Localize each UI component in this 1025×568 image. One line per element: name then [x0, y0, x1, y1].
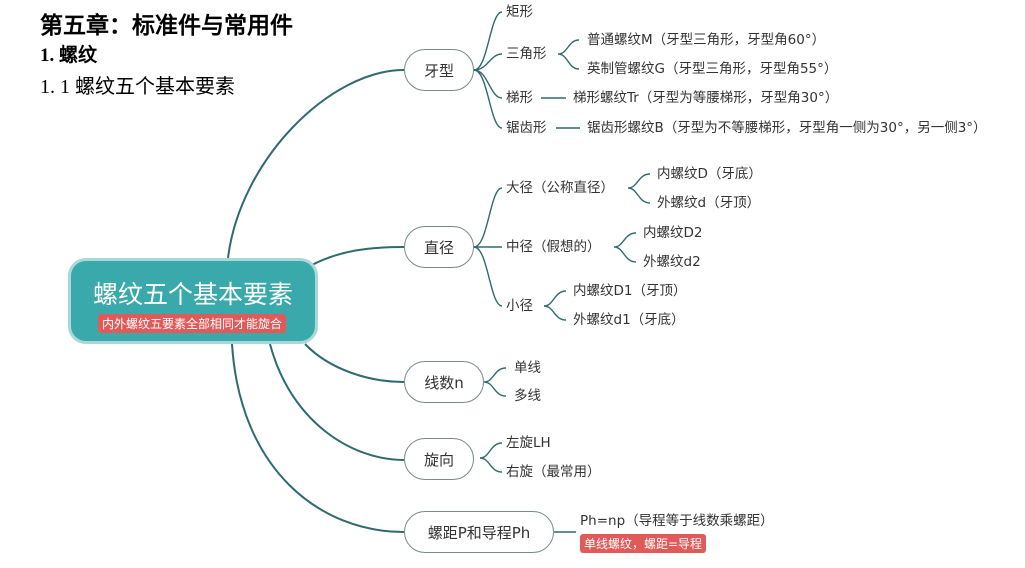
direction-left: 左旋LH — [506, 435, 551, 451]
link-central-pitchlead — [231, 343, 405, 533]
diameter-minor-internal: 内螺纹D1（牙顶） — [573, 283, 687, 299]
profile-triangle-g: 英制管螺纹G（牙型三角形，牙型角55°） — [587, 61, 838, 77]
link-profile-triangle — [473, 53, 503, 71]
bracket-pitch — [613, 232, 637, 263]
link-diameter-major — [473, 187, 503, 248]
link-central-lines — [304, 343, 405, 383]
link-profile-sawtooth — [473, 69, 503, 129]
thread-count-single: 单线 — [514, 360, 541, 376]
section-title: 1. 螺纹 — [40, 45, 98, 66]
diameter-minor-external: 外螺纹d1（牙底） — [573, 312, 685, 328]
central-topic-title: 螺纹五个基本要素 — [92, 280, 293, 309]
diameter-pitch-internal: 内螺纹D2 — [643, 225, 703, 241]
link-central-direction — [269, 343, 405, 461]
diameter-minor: 小径 — [506, 298, 533, 314]
profile-triangle: 三角形 — [506, 46, 547, 62]
bracket-lines — [483, 367, 507, 397]
link-diameter-minor — [473, 246, 503, 307]
profile-triangle-m: 普通螺纹M（牙型三角形，牙型角60°） — [587, 32, 826, 48]
node-thread-count[interactable]: 线数n — [404, 361, 484, 403]
link-central-profile — [227, 69, 405, 259]
central-topic[interactable]: 螺纹五个基本要素 内外螺纹五要素全部相同才能旋合 — [68, 258, 318, 344]
bracket-direction — [479, 442, 503, 473]
thread-count-multi: 多线 — [514, 388, 541, 404]
node-profile[interactable]: 牙型 — [404, 49, 474, 91]
node-pitch-lead[interactable]: 螺距P和导程Ph — [404, 511, 554, 553]
profile-sawtooth-b: 锯齿形螺纹B（牙型为不等腰梯形，牙型角一侧为30°，另一侧3°） — [587, 120, 987, 136]
bracket-triangle — [557, 39, 580, 70]
pitch-lead-tag: 单线螺纹，螺距=导程 — [580, 534, 707, 553]
profile-trapezoid-tr: 梯形螺纹Tr（牙型为等腰梯形，牙型角30°） — [573, 90, 839, 106]
chapter-title: 第五章：标准件与常用件 — [40, 13, 293, 39]
central-topic-tag: 内外螺纹五要素全部相同才能旋合 — [98, 314, 287, 333]
diameter-major-internal: 内螺纹D（牙底） — [657, 166, 762, 182]
diameter-pitch: 中径（假想的） — [506, 239, 601, 255]
node-diameter[interactable]: 直径 — [404, 226, 474, 268]
bracket-major — [627, 173, 651, 204]
direction-right: 右旋（最常用） — [506, 464, 601, 480]
link-central-diameter — [309, 246, 405, 267]
pitch-lead-formula: Ph=np（导程等于线数乘螺距） — [580, 513, 774, 529]
link-profile-rect — [473, 11, 503, 71]
profile-sawtooth: 锯齿形 — [506, 120, 547, 136]
node-direction[interactable]: 旋向 — [404, 438, 474, 480]
diameter-major-external: 外螺纹d（牙顶） — [657, 195, 761, 211]
profile-trapezoid: 梯形 — [506, 90, 533, 106]
bracket-minor — [543, 290, 567, 321]
profile-rect: 矩形 — [506, 4, 533, 20]
subsection-title: 1. 1 螺纹五个基本要素 — [40, 76, 235, 98]
diameter-pitch-external: 外螺纹d2 — [643, 254, 701, 270]
diameter-major: 大径（公称直径） — [506, 180, 614, 196]
